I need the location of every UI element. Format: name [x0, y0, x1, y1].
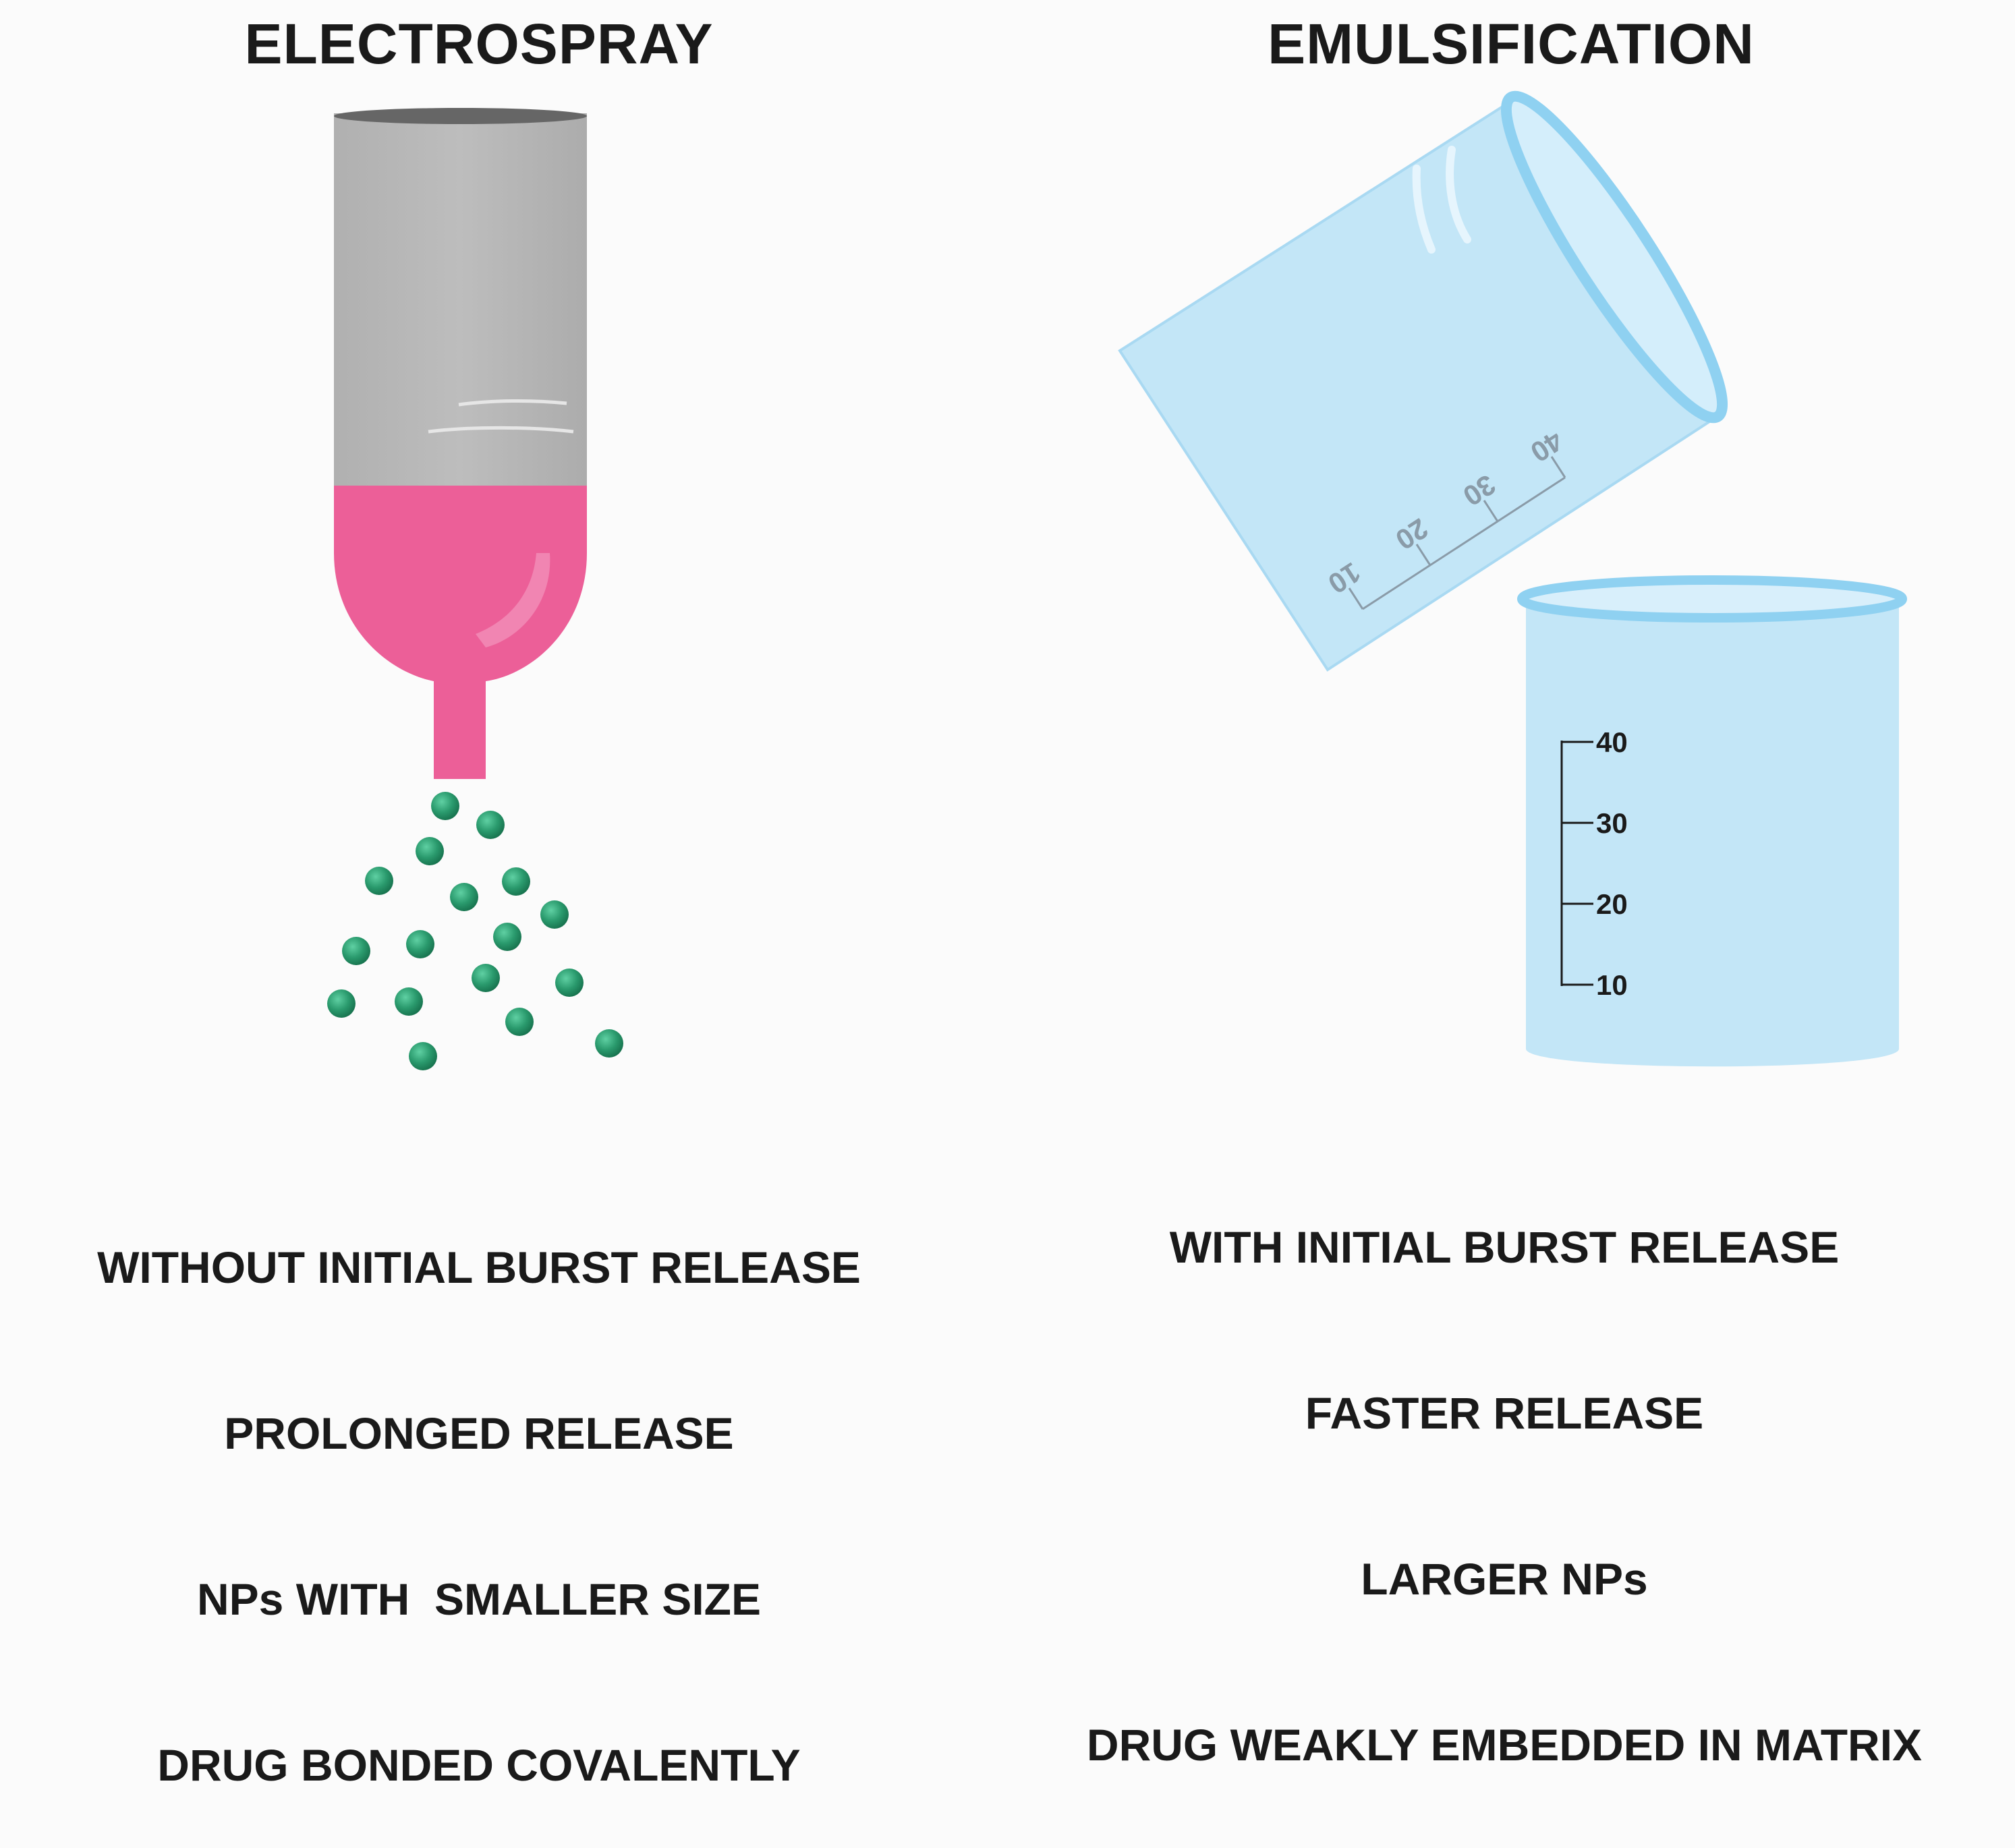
electrospray-point-2: PROLONGED RELEASE [224, 1408, 734, 1458]
nanoparticle [505, 1008, 534, 1036]
tilted-tick-10 [1348, 587, 1364, 610]
electrospray-point-3: NPs WITH SMALLER SIZE [196, 1574, 762, 1624]
emulsification-point-4: DRUG WEAKLY EMBEDDED IN MATRIX [1086, 1720, 1923, 1770]
electrospray-description: WITHOUT INITIAL BURST RELEASE PROLONGED … [0, 1129, 958, 1848]
nanoparticle [555, 969, 584, 997]
upright-scale-label-30: 30 [1596, 807, 1628, 839]
upright-scale-label-40: 40 [1596, 726, 1628, 758]
nanoparticle [476, 811, 505, 839]
syringe-barrel [334, 113, 587, 486]
nanoparticle [409, 1042, 437, 1070]
nanoparticle [595, 1029, 623, 1058]
nanoparticle [431, 792, 459, 820]
electrospray-title: ELECTROSPRAY [244, 12, 714, 76]
tilted-gleam-2 [1446, 146, 1471, 243]
tilted-tick-30 [1483, 500, 1499, 522]
diagram-illustration: 10 20 30 40 40 30 20 10 [327, 90, 1907, 1070]
barrel-gleam-1 [458, 399, 567, 407]
nanoparticle [327, 989, 356, 1018]
nanoparticle [406, 930, 434, 958]
syringe-liquid [334, 486, 587, 779]
nanoparticle [450, 883, 478, 911]
nanoparticle [472, 964, 500, 992]
syringe-top [334, 108, 587, 124]
liquid-highlight [476, 553, 550, 647]
nanoparticle [502, 867, 530, 896]
upright-beaker: 40 30 20 10 [1517, 575, 1907, 1067]
syringe [334, 108, 587, 779]
tilted-tick-40 [1550, 456, 1566, 478]
emulsification-point-3: LARGER NPs [1361, 1554, 1648, 1604]
upright-beaker-rim [1517, 575, 1907, 623]
upright-scale-label-10: 10 [1596, 969, 1628, 1001]
upright-beaker-body [1526, 607, 1899, 1067]
tilted-beaker-rim [1500, 90, 1728, 424]
nanoparticle [493, 923, 521, 951]
nanoparticle [540, 900, 569, 929]
tilted-tick-20 [1415, 544, 1431, 566]
emulsification-point-2: FASTER RELEASE [1305, 1388, 1704, 1438]
tilted-gleam-1 [1412, 165, 1436, 254]
electrospray-point-1: WITHOUT INITIAL BURST RELEASE [97, 1242, 861, 1292]
barrel-gleam-2 [428, 426, 574, 434]
upright-scale-label-20: 20 [1596, 888, 1628, 920]
nanoparticle [416, 837, 444, 865]
electrospray-point-4: DRUG BONDED COVALENTLY [157, 1740, 801, 1790]
emulsification-point-1: WITH INITIAL BURST RELEASE [1169, 1222, 1840, 1272]
nanoparticle-spray [327, 792, 623, 1070]
nanoparticle [395, 987, 423, 1016]
emulsification-description: WITH INITIAL BURST RELEASE FASTER RELEAS… [998, 1109, 2010, 1828]
nanoparticle [342, 937, 370, 965]
tilted-scale-line [1362, 476, 1566, 610]
tilted-beaker: 10 20 30 40 [1118, 90, 1728, 672]
emulsification-title: EMULSIFICATION [1268, 12, 1755, 76]
nanoparticle [365, 867, 393, 895]
